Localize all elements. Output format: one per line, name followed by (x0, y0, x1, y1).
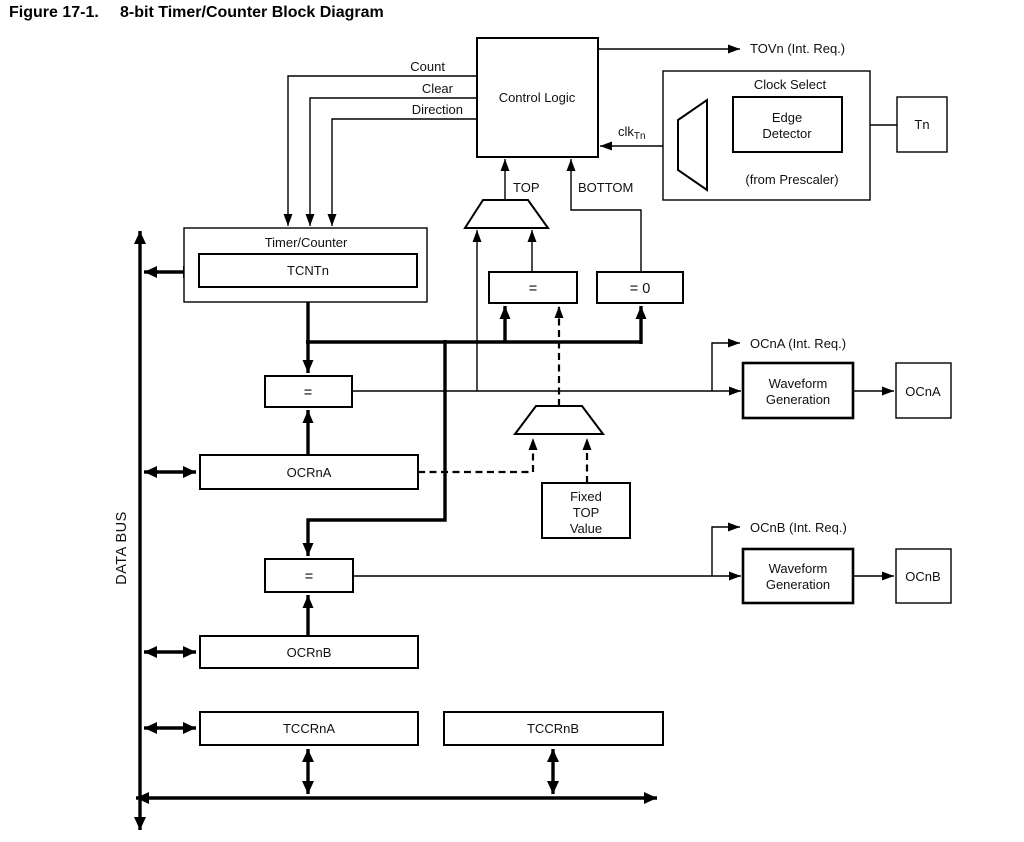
control-logic-box (476, 37, 599, 158)
bottom-label: BOTTOM (578, 180, 633, 195)
count-signal-line (283, 75, 477, 226)
timer-counter-label: Timer/Counter (265, 235, 348, 250)
data-bus-lines (134, 231, 657, 830)
fixed-top-label-line3: Value (570, 521, 602, 536)
eq-zero-comparator-box (596, 271, 684, 304)
ocrb-register-label: OCRnB (287, 645, 332, 660)
tcnt-register-box (198, 253, 418, 288)
clock-select-label: Clock Select (754, 77, 827, 92)
top-select-lines (418, 306, 592, 483)
ocna-pin-label: OCnA (905, 384, 941, 399)
figure-number: Figure 17-1. (9, 4, 99, 21)
ocnb-pin-label: OCnB (905, 569, 940, 584)
comparator-a-box (264, 375, 353, 408)
tn-pin-label: Tn (914, 117, 929, 132)
fixed-top-value-box (541, 482, 631, 539)
tccrb-register-label: TCCRnB (527, 721, 579, 736)
tcnt-register-label: TCNTn (287, 263, 329, 278)
waveform-b-label-line2: Generation (766, 577, 830, 592)
comparator-b-box (264, 558, 354, 593)
ocnb-pin-box (895, 548, 952, 604)
clk-label-subscript: Tn (634, 131, 646, 142)
tccrb-register-box (443, 711, 664, 746)
data-bus-label: DATA BUS (114, 511, 130, 585)
waveform-generation-b-box (741, 547, 855, 605)
tccra-register-box (199, 711, 419, 746)
ocnb-irq-line (711, 522, 740, 576)
count-label: Count (410, 59, 445, 74)
waveform-a-label-line1: Waveform (769, 376, 828, 391)
figure-title: 8-bit Timer/Counter Block Diagram (120, 4, 384, 21)
ocnb-irq-label: OCnB (Int. Req.) (750, 520, 847, 535)
tn-pin-box (896, 96, 948, 153)
fixed-top-label-line2: TOP (573, 505, 600, 520)
clear-signal-line (305, 97, 477, 226)
ocna-irq-label: OCnA (Int. Req.) (750, 336, 846, 351)
tcnt-to-comparator-b-line (302, 340, 447, 556)
eq-comparator-box (488, 271, 578, 304)
top-mux (463, 199, 550, 229)
eq-zero-comparator-label: = 0 (630, 281, 651, 297)
tov-irq-label: TOVn (Int. Req.) (750, 41, 845, 56)
edge-detector-label-line2: Detector (762, 126, 812, 141)
waveform-b-label-line1: Waveform (769, 561, 828, 576)
edge-detector-label-line1: Edge (772, 110, 802, 125)
bottom-signal-line (566, 159, 642, 272)
fixed-top-label-line1: Fixed (570, 489, 602, 504)
signal-lines (283, 44, 897, 581)
from-prescaler-label: (from Prescaler) (745, 172, 838, 187)
ocna-irq-line (711, 338, 740, 391)
eq-comparator-label: = (529, 281, 537, 297)
direction-signal-line (327, 118, 477, 226)
ocna-pin-box (895, 362, 952, 419)
top-label: TOP (513, 180, 540, 195)
comparator-a-label: = (304, 385, 312, 401)
comparator-b-label: = (305, 569, 313, 585)
ocra-to-top-mux-dashed-line (418, 438, 538, 474)
clear-label: Clear (422, 81, 454, 96)
control-logic-label: Control Logic (499, 90, 576, 105)
clock-select-mux (677, 98, 708, 192)
ocra-register-label: OCRnA (287, 465, 332, 480)
clk-label-base: clk (618, 124, 634, 139)
ocrb-register-box (199, 635, 419, 669)
top-source-mux (513, 405, 605, 435)
tccra-register-label: TCCRnA (283, 721, 335, 736)
waveform-generation-a-box (741, 361, 855, 420)
clk-tn-label: clkTn (618, 124, 646, 142)
ocra-register-box (199, 454, 419, 490)
waveform-a-label-line2: Generation (766, 392, 830, 407)
edge-detector-box (732, 96, 843, 153)
direction-label: Direction (412, 102, 463, 117)
